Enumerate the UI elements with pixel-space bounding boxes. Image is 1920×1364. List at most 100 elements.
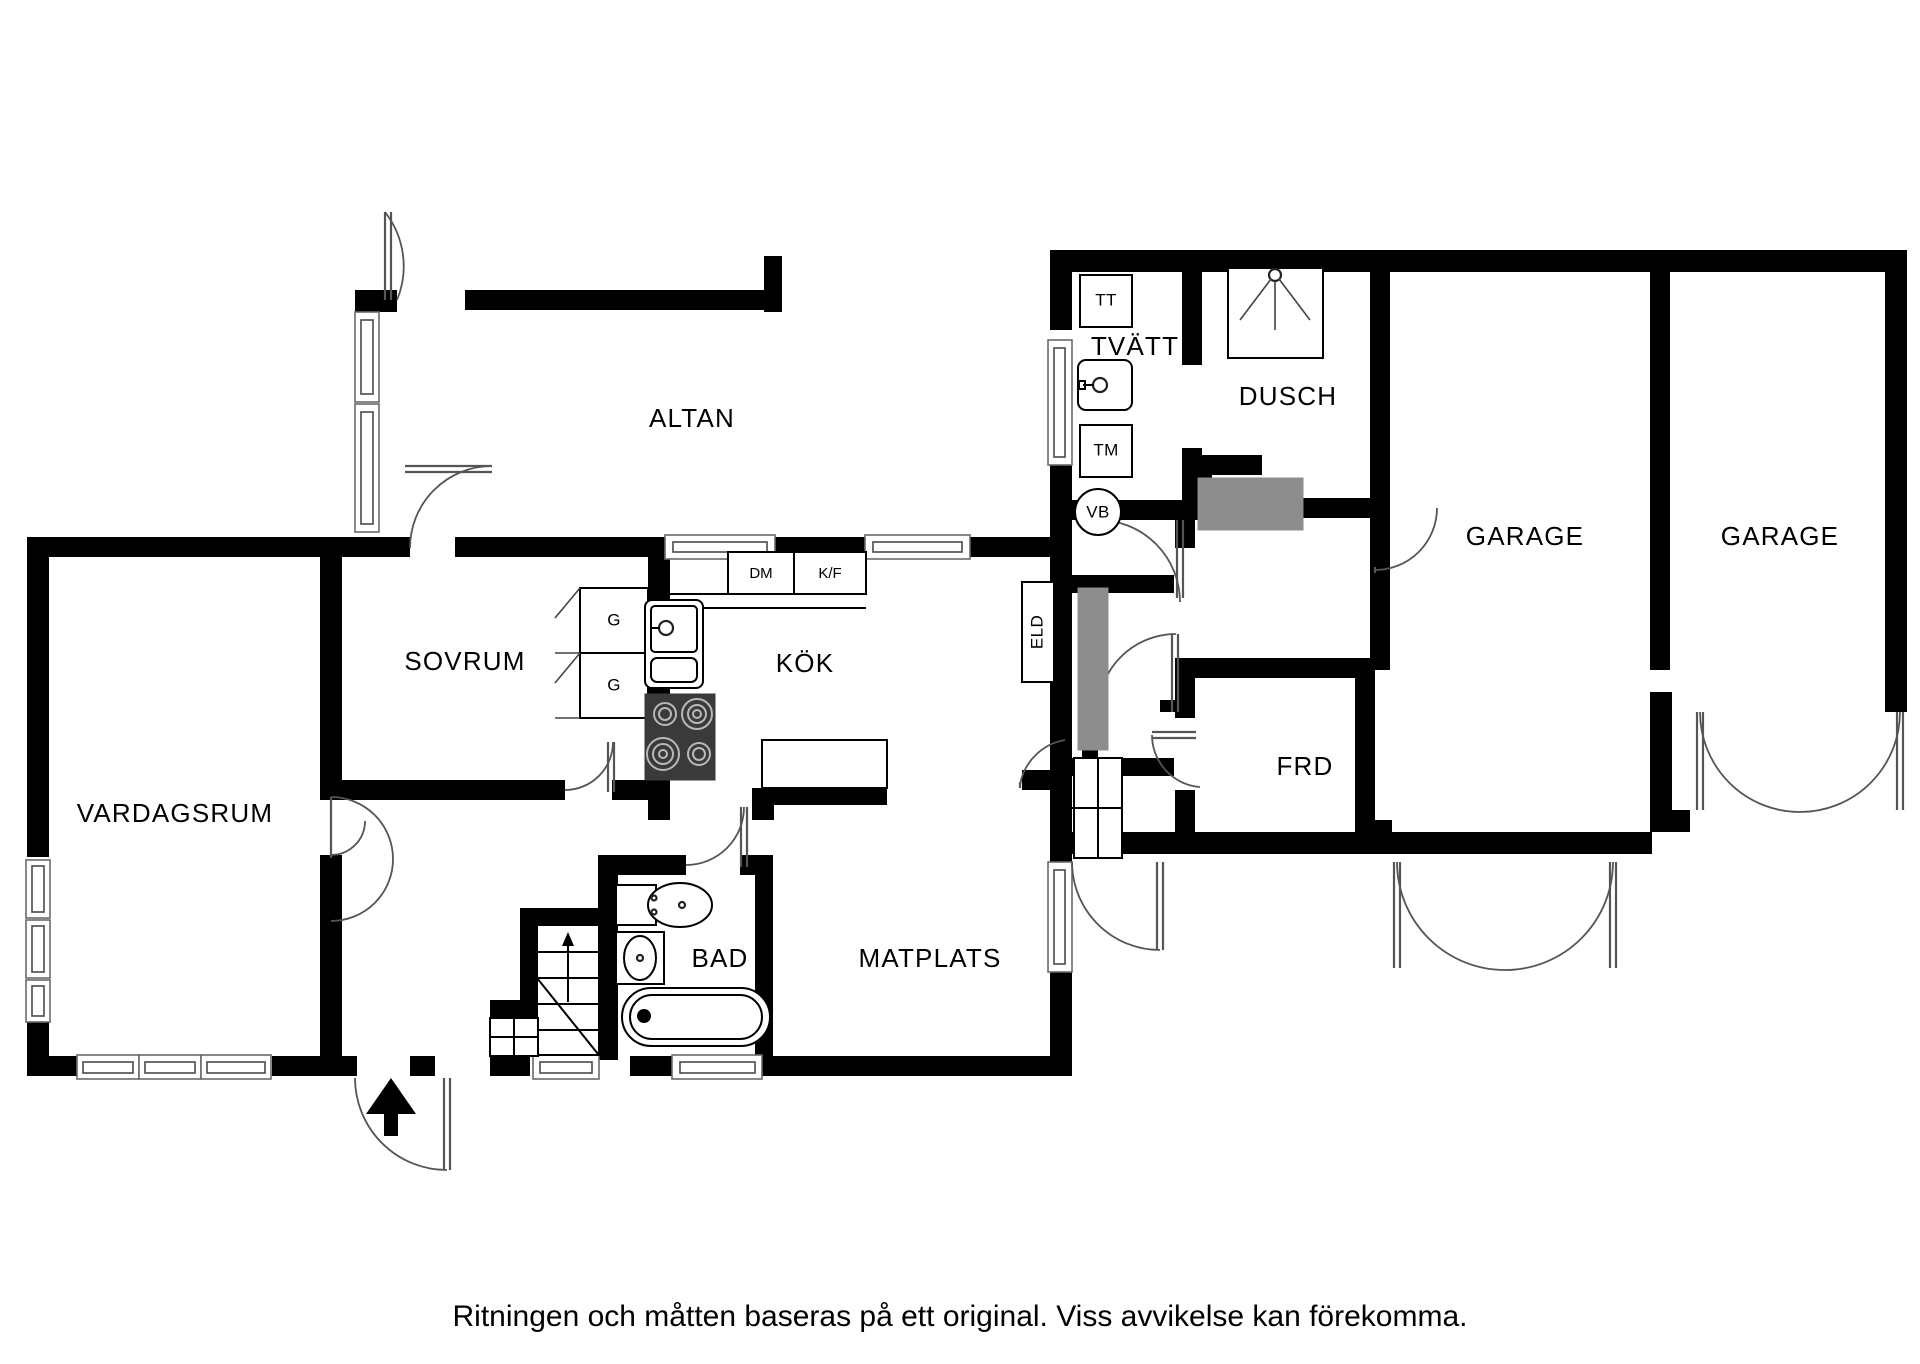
window-kok-north-2 (864, 534, 971, 560)
wall-sovrum-north-b (455, 537, 660, 557)
labels-layer: VARDAGSRUM SOVRUM ALTAN KÖK BAD MATPLATS… (77, 290, 1839, 973)
wall-annex-north (1050, 250, 1905, 272)
washbasin (615, 931, 665, 985)
room-label-garage-2: GARAGE (1721, 521, 1839, 551)
wall-bad-south-b (410, 1056, 435, 1076)
room-label-vardagsrum: VARDAGSRUM (77, 798, 273, 828)
wall-bad-north (598, 855, 686, 875)
door-dusch-garage (1373, 507, 1438, 573)
water-heater-vb-circle (1074, 488, 1122, 536)
wall-house-east-mid2 (1050, 760, 1072, 830)
wall-sovrum-south-b (612, 780, 670, 800)
laundry-sink (1077, 359, 1133, 411)
wardrobe-g2 (554, 652, 649, 719)
door-hall-passage (1018, 739, 1066, 788)
room-label-kok: KÖK (776, 648, 835, 678)
wall-altan-north-stub (355, 290, 397, 312)
fireplace-hearth-dusch (1197, 477, 1304, 531)
room-label-frd: FRD (1276, 751, 1333, 781)
room-label-garage-1: GARAGE (1466, 521, 1584, 551)
wall-garage-east (1885, 250, 1907, 705)
wall-tvatt-east (1182, 250, 1202, 365)
wall-sovrum-south (320, 780, 565, 800)
wall-hall-stub-2 (1175, 520, 1195, 548)
window-vardagsrum-south-3 (200, 1054, 272, 1080)
wall-kok-north-c (967, 537, 1052, 557)
dishwasher-dm-box (727, 551, 795, 595)
door-sovrum-south (564, 741, 616, 792)
wall-tvatt-lower-stub (1160, 700, 1176, 712)
door-entrance-main (354, 1077, 452, 1171)
room-label-matplats: MATPLATS (859, 943, 1002, 973)
doors-layer (329, 211, 1905, 1171)
bathtub (621, 987, 771, 1047)
door-sovrum-altan (405, 464, 493, 549)
wardrobe-g1 (554, 587, 649, 654)
wall-garage-east-stub (1885, 690, 1907, 712)
window-bad-south-1 (532, 1054, 600, 1080)
window-altan-west-1 (354, 311, 380, 403)
wall-frd-south (1190, 832, 1410, 854)
cooktop-four-burner (644, 693, 716, 781)
kitchen-sink (644, 599, 704, 689)
wall-vardagsrum-east-upper (320, 537, 342, 797)
room-label-tvatt: TVÄTT (1091, 331, 1179, 361)
shower-tray (1227, 267, 1324, 359)
wall-garage-south-a (1650, 692, 1672, 832)
wall-frd-east (1355, 658, 1375, 853)
wall-stair-west (520, 908, 538, 1003)
appliance-label-eld: ELD (1027, 615, 1046, 649)
fridge-kf-box (793, 551, 867, 595)
kitchen-island (752, 739, 888, 820)
appliance-label-kf: K/F (818, 565, 841, 582)
fixtures-layer (366, 267, 1324, 1136)
window-vardagsrum-west-2 (25, 919, 51, 979)
wall-garage1-south (1390, 832, 1652, 854)
wall-vardagsrum-south (27, 1056, 77, 1076)
door-passage-south (1071, 861, 1165, 951)
wall-annex-west-upper (1050, 250, 1072, 330)
washer-tm-box (1079, 424, 1133, 478)
hall-stair-stub (1050, 757, 1123, 859)
wall-vardagsrum-east-lower (320, 855, 342, 1076)
eld-label-box (1021, 581, 1055, 683)
wall-altan-north (465, 290, 778, 310)
door-garage2-double (1695, 711, 1905, 813)
room-label-dusch: DUSCH (1239, 381, 1337, 411)
door-bad (685, 806, 749, 867)
dryer-tt-box (1079, 274, 1133, 328)
window-vardagsrum-south-2 (138, 1054, 202, 1080)
appliance-label-tt: TT (1095, 290, 1117, 309)
window-vardagsrum-west-3 (25, 979, 51, 1023)
wall-frd-west-upper (1175, 658, 1195, 718)
wall-vardagsrum-north (27, 537, 347, 557)
window-bad-south-2 (671, 1054, 763, 1080)
wall-stair-north (520, 908, 618, 926)
toilet (615, 882, 713, 928)
door-vardagsrum-east (329, 796, 394, 922)
appliance-label-g1: G (607, 610, 621, 629)
door-frd-west (1151, 730, 1201, 788)
window-altan-west-2 (354, 403, 380, 533)
appliance-label-g2: G (607, 675, 621, 694)
wall-altan-north-post (764, 256, 782, 312)
wall-house-east-upper (1050, 537, 1072, 565)
staircase (489, 924, 600, 1057)
wall-bad-south-a (490, 1056, 530, 1076)
wall-garage-divider (1650, 250, 1670, 670)
appliance-label-dm: DM (749, 565, 772, 582)
wall-vardagsrum-south-b (272, 1056, 357, 1076)
room-label-sovrum: SOVRUM (404, 646, 525, 676)
wall-exterior-west (27, 537, 49, 857)
wall-sovrum-north (342, 537, 410, 557)
appliance-label-tm: TM (1093, 440, 1118, 459)
appliance-label-vb: VB (1086, 502, 1109, 521)
room-label-altan: ALTAN (649, 403, 735, 433)
door-altan-north (383, 211, 405, 301)
window-tvatt-west (1047, 339, 1073, 466)
wall-dusch-east (1370, 250, 1390, 670)
wall-garage-south-b (1672, 810, 1690, 832)
door-garage1-double (1392, 861, 1618, 971)
